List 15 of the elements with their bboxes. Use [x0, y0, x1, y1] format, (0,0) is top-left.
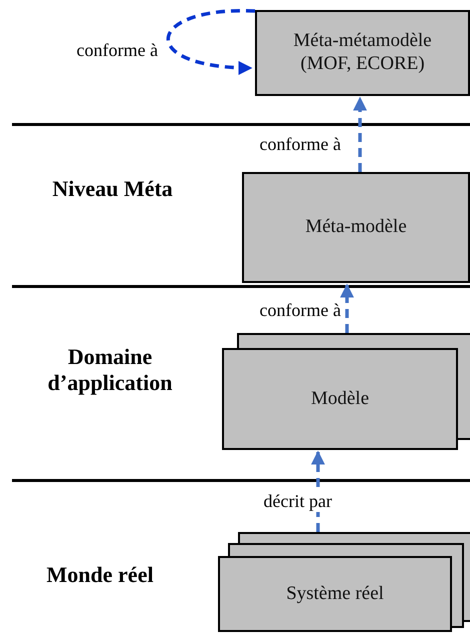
model-box	[242, 172, 470, 283]
level-heading: Monde réel	[46, 562, 154, 588]
level-heading: Domaine d’application	[46, 344, 174, 397]
edge-label: décrit par	[262, 491, 334, 512]
model-box	[222, 348, 458, 450]
box-label: Méta-modèle	[305, 216, 407, 239]
model-box	[218, 556, 452, 632]
dashed-arrow	[166, 9, 255, 74]
dashed-arrow	[353, 96, 367, 172]
box-label: Modèle	[310, 388, 370, 410]
box-label: Système réel	[286, 582, 384, 606]
level-heading: Niveau Méta	[51, 176, 174, 202]
box-label: Méta-métamodèle (MOF, ECORE)	[292, 30, 433, 76]
dashed-arrow	[340, 284, 354, 333]
model-box	[255, 10, 470, 96]
